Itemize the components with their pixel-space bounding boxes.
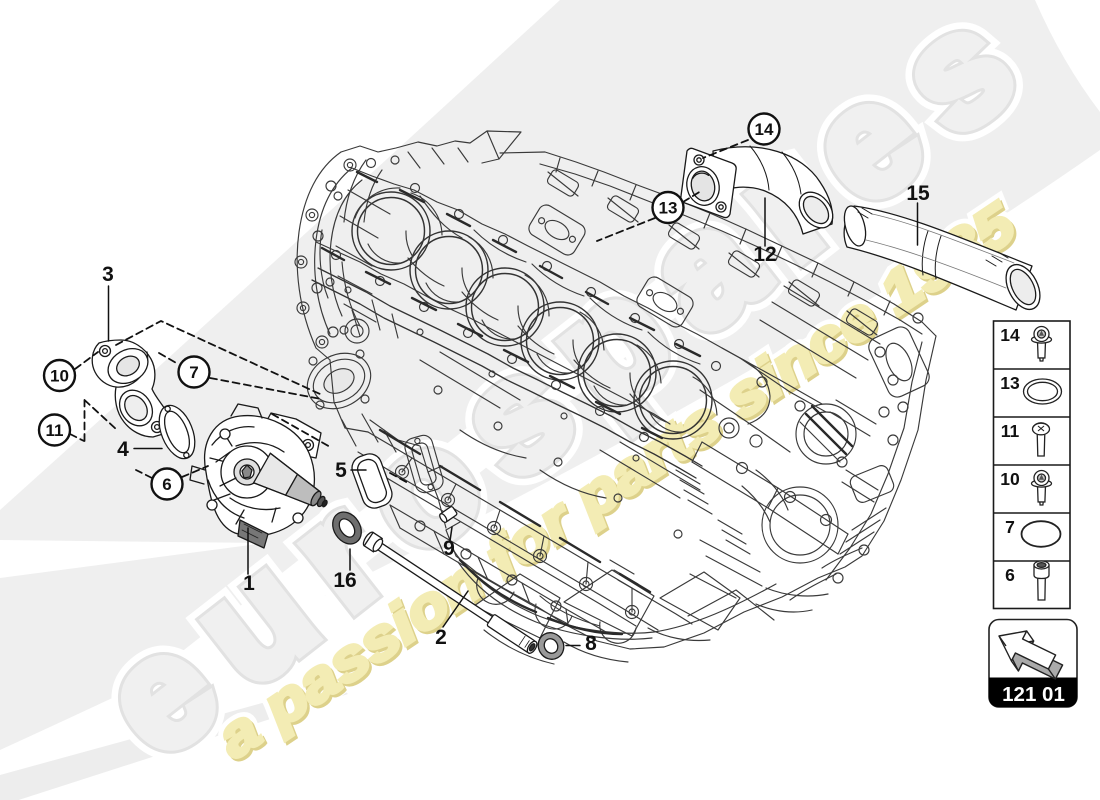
svg-text:14: 14 <box>755 120 774 139</box>
svg-text:13: 13 <box>659 199 678 218</box>
svg-text:11: 11 <box>1001 421 1020 441</box>
svg-text:5: 5 <box>335 459 347 482</box>
svg-text:12: 12 <box>753 243 776 266</box>
svg-text:7: 7 <box>1005 517 1015 537</box>
svg-text:6: 6 <box>162 475 171 494</box>
svg-text:11: 11 <box>46 421 64 440</box>
svg-text:1: 1 <box>243 572 255 595</box>
svg-text:16: 16 <box>333 569 356 592</box>
svg-text:10: 10 <box>50 367 69 386</box>
svg-text:121 01: 121 01 <box>1002 683 1065 706</box>
svg-text:9: 9 <box>443 537 455 560</box>
svg-text:8: 8 <box>585 632 597 655</box>
svg-text:3: 3 <box>102 263 114 286</box>
svg-text:7: 7 <box>189 363 198 382</box>
svg-text:14: 14 <box>1000 325 1020 345</box>
svg-text:13: 13 <box>1000 373 1020 393</box>
svg-text:4: 4 <box>117 438 129 461</box>
svg-text:15: 15 <box>906 182 930 205</box>
svg-text:6: 6 <box>1005 565 1015 585</box>
svg-text:10: 10 <box>1000 469 1020 489</box>
svg-text:2: 2 <box>435 626 447 649</box>
